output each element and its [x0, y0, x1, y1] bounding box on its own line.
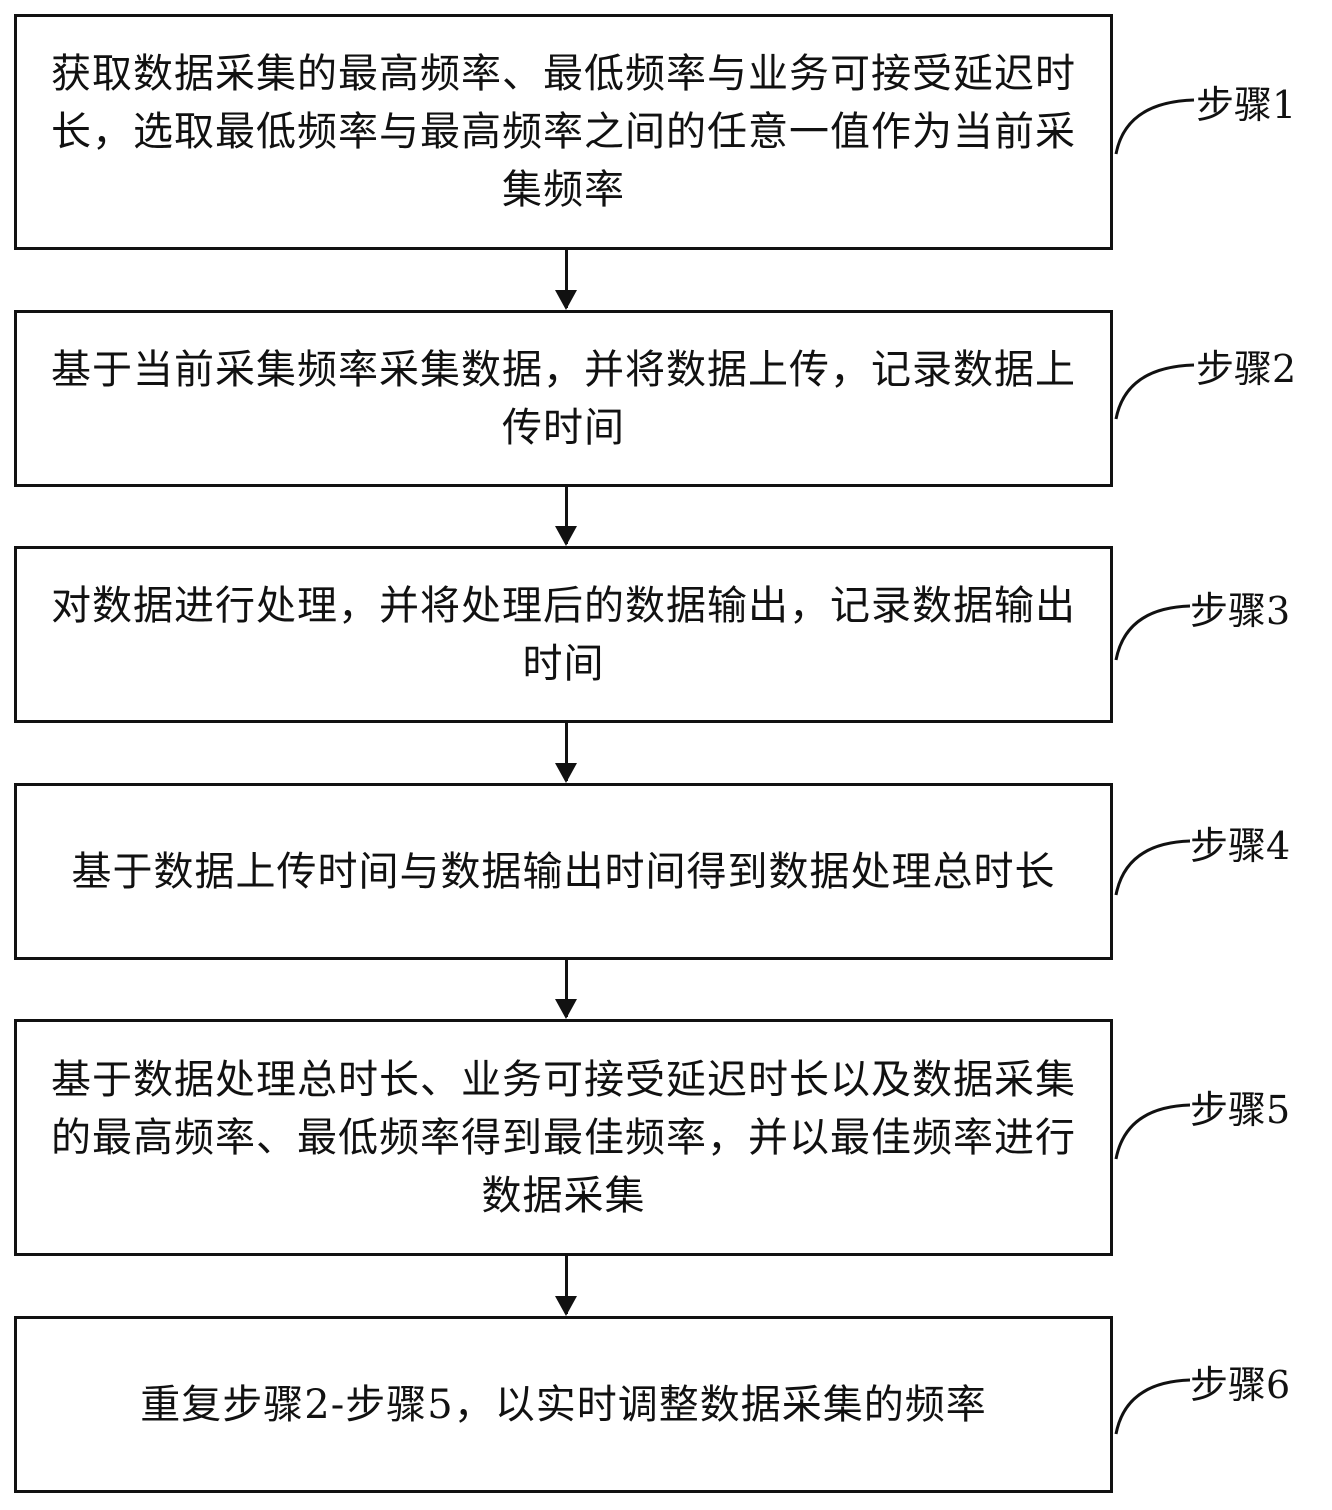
arrow-3-to-4 — [555, 723, 577, 783]
arrow-2-to-3 — [555, 487, 577, 546]
step-3-label: 步骤3 — [1190, 589, 1291, 633]
leader-line-6 — [1114, 1378, 1191, 1435]
step-6-box: 重复步骤2-步骤5，以实时调整数据采集的频率 — [14, 1316, 1113, 1493]
leader-line-5 — [1114, 1103, 1191, 1160]
arrow-4-to-5 — [555, 960, 577, 1019]
step-1-box: 获取数据采集的最高频率、最低频率与业务可接受延迟时长，选取最低频率与最高频率之间… — [14, 14, 1113, 250]
step-4-text: 基于数据上传时间与数据输出时间得到数据处理总时长 — [71, 848, 1056, 895]
step-3-box: 对数据进行处理，并将处理后的数据输出，记录数据输出时间 — [14, 546, 1113, 723]
arrow-1-to-2 — [555, 250, 577, 310]
leader-line-1 — [1114, 98, 1195, 155]
leader-line-2 — [1114, 363, 1195, 420]
step-6-text: 重复步骤2-步骤5，以实时调整数据采集的频率 — [140, 1381, 987, 1428]
step-5-box: 基于数据处理总时长、业务可接受延迟时长以及数据采集的最高频率、最低频率得到最佳频… — [14, 1019, 1113, 1256]
step-4-box: 基于数据上传时间与数据输出时间得到数据处理总时长 — [14, 783, 1113, 960]
step-4-label: 步骤4 — [1190, 824, 1291, 868]
arrow-5-to-6 — [555, 1256, 577, 1316]
step-1-text: 获取数据采集的最高频率、最低频率与业务可接受延迟时长，选取最低频率与最高频率之间… — [51, 51, 1076, 213]
step-6-label: 步骤6 — [1190, 1363, 1291, 1407]
step-2-label: 步骤2 — [1196, 347, 1297, 391]
step-2-box: 基于当前采集频率采集数据，并将数据上传，记录数据上传时间 — [14, 310, 1113, 487]
step-1-label: 步骤1 — [1196, 83, 1297, 127]
step-2-text: 基于当前采集频率采集数据，并将数据上传，记录数据上传时间 — [51, 346, 1076, 451]
step-5-label: 步骤5 — [1190, 1088, 1291, 1132]
leader-line-4 — [1114, 839, 1191, 896]
leader-line-3 — [1114, 604, 1191, 661]
step-5-text: 基于数据处理总时长、业务可接受延迟时长以及数据采集的最高频率、最低频率得到最佳频… — [51, 1056, 1076, 1219]
step-3-text: 对数据进行处理，并将处理后的数据输出，记录数据输出时间 — [51, 582, 1076, 687]
